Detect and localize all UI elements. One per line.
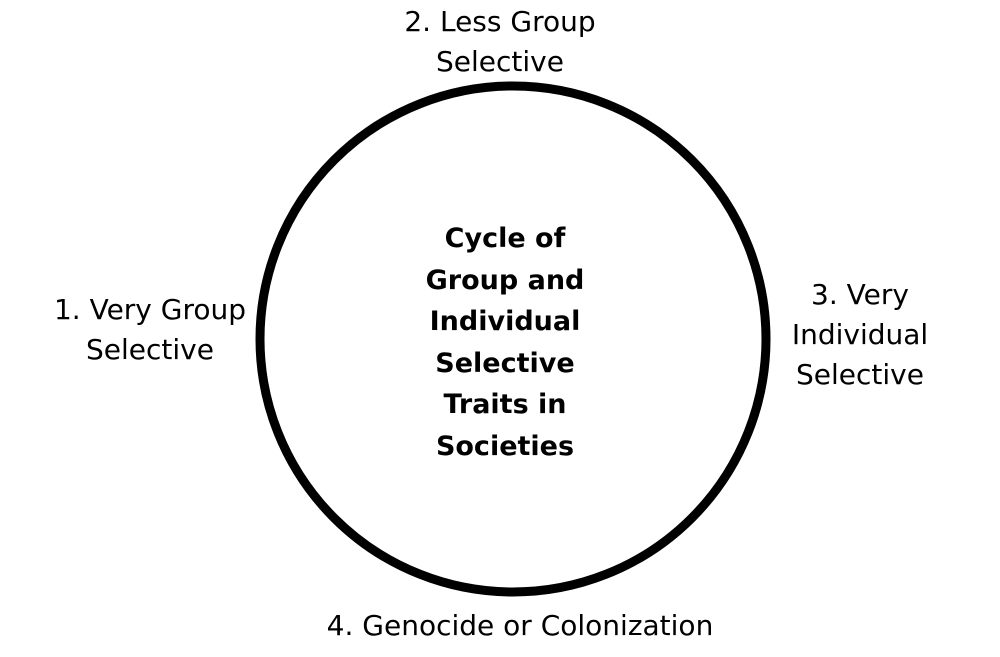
center-title: Cycle of Group and Individual Selective …: [425, 223, 585, 462]
node-label-genocide-or-colonization: 4. Genocide or Colonization: [326, 609, 714, 642]
node-label-very-group-selective: 1. Very Group Selective: [53, 293, 247, 366]
cycle-circle: [255, 81, 771, 597]
node-label-very-individual-selective: 3. Very Individual Selective: [791, 278, 929, 391]
node-label-less-group-selective: 2. Less Group Selective: [404, 5, 596, 78]
